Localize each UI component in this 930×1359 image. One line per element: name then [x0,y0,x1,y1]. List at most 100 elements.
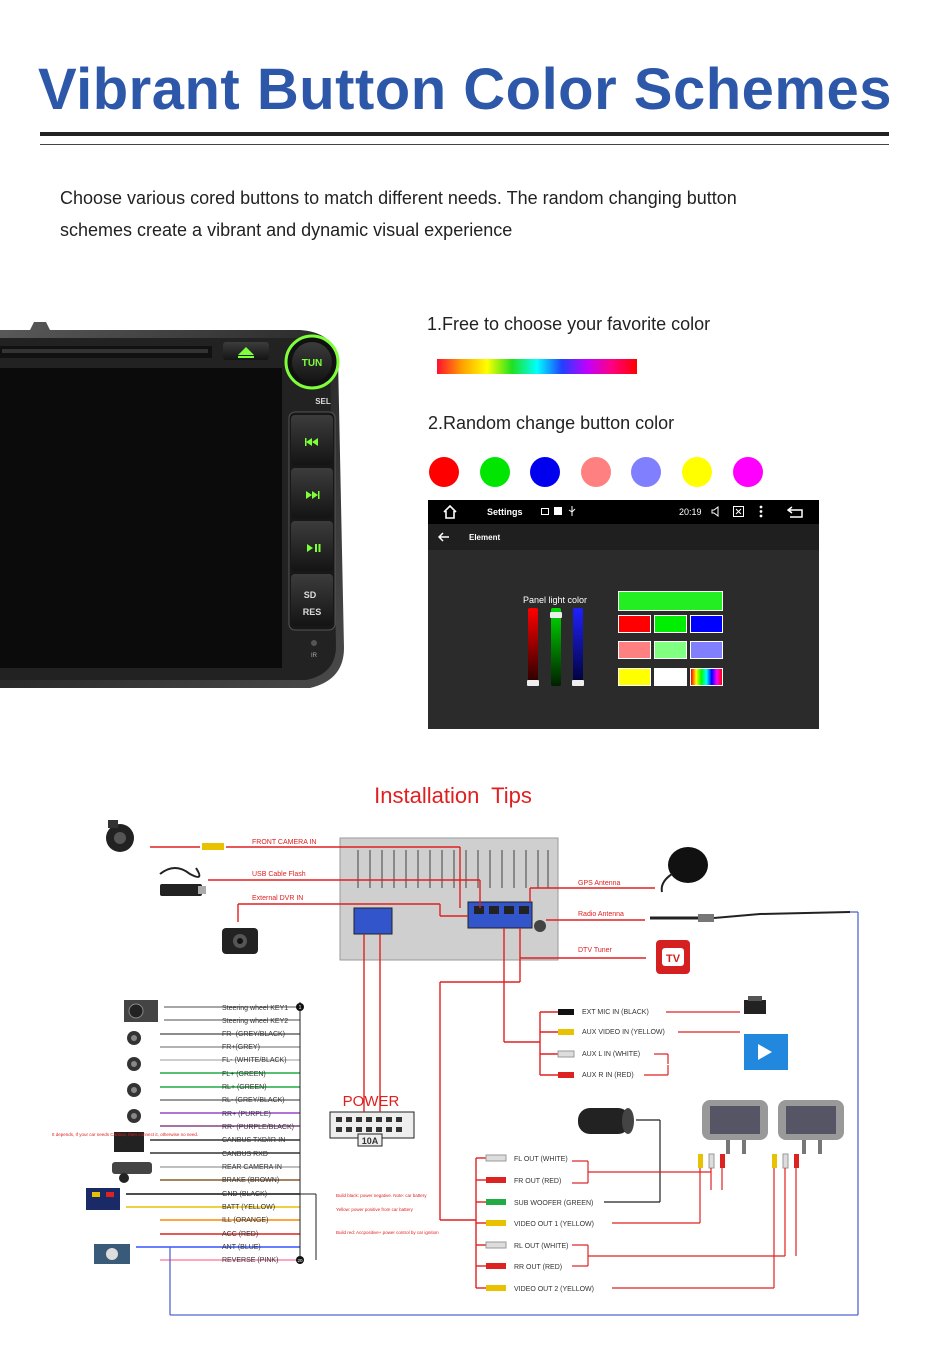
power-socket [353,907,393,935]
wire-label-8: RL- (GREY/BLACK) [222,1097,285,1104]
sd-label: SD [304,590,317,600]
blue-slider[interactable] [572,608,584,686]
left-wire-labels: Steering wheel KEY1 Steering wheel KEY2 … [222,1005,294,1264]
home-icon[interactable] [442,505,458,519]
feature-free-choose: 1.Free to choose your favorite color [427,314,711,334]
wire-label-9: RR+ (PURPLE) [222,1111,271,1118]
subwoofer-icon [578,1108,634,1134]
res-label: RES [303,607,322,617]
note-acc: Build red: Accpositive+ power control by… [336,1230,439,1235]
back-arrow-icon[interactable] [438,532,450,542]
close-window-icon[interactable] [733,506,744,517]
tv-tuner-icon: TV [656,940,690,974]
intro-line-2: schemes create a vibrant and dynamic vis… [60,220,513,240]
power-harness-wires [363,934,381,1112]
swatch-yellow[interactable] [618,668,651,686]
back-nav-icon[interactable] [787,506,805,518]
head-unit-image: TUN SEL SD RES IR [0,322,344,688]
swatch-lavender[interactable] [690,641,723,659]
wire-label-1: Steering wheel KEY1 [222,1005,288,1012]
green-slider-knob[interactable] [550,612,562,618]
page-title: Vibrant Button Color Schemes [37,57,893,122]
pin-20-label: 20 [297,1258,303,1263]
rca-output-label-7: VIDEO OUT 2 (YELLOW) [514,1286,594,1293]
rca-output-label-2: FR OUT (RED) [514,1178,561,1185]
av-input-arrows [644,1011,740,1076]
swatch-pink[interactable] [618,641,651,659]
subwoofer-wire [604,1119,661,1203]
front-camera-icon [106,820,134,852]
wire-label-13: REAR CAMERA IN [222,1164,282,1171]
color-dot-red [429,457,459,487]
speaker-icons [127,1031,141,1123]
left-wire-lines [126,1002,317,1264]
red-slider[interactable] [527,608,539,686]
wire-label-17: ILL (ORANGE) [222,1217,268,1224]
wire-label-16: BATT (YELLOW) [222,1204,275,1211]
fuse-box [357,1133,383,1147]
status-bar: Settings 20:19 [428,500,819,524]
swatch-red[interactable] [618,615,651,633]
red-slider-knob[interactable] [527,680,539,686]
av-input-labels: EXT MIC IN (BLACK) AUX VIDEO IN (YELLOW)… [582,1009,665,1079]
av-input-label-1: EXT MIC IN (BLACK) [582,1009,649,1016]
wire-label-11: CANBUS TXD/IR-IN [222,1137,285,1144]
radio-antenna-cable-icon [650,911,851,922]
tun-button-label: TUN [302,358,323,369]
swatch-white[interactable] [654,668,687,686]
monitor-rca-plugs [698,1153,799,1169]
rca-output-label-4: VIDEO OUT 1 (YELLOW) [514,1221,594,1228]
swatch-rainbow[interactable] [690,668,723,686]
settings-screen: Settings 20:19 Element Panel light color [428,500,819,729]
color-dot-blue [530,457,560,487]
canbus-box-icon [114,1132,144,1152]
power-notes: Build black: power negative. Note: car b… [336,1193,439,1235]
swatch-blue[interactable] [690,615,723,633]
wire-label-7: RL+ (GREEN) [222,1084,267,1091]
wire-label-5: FL- (WHITE/BLACK) [222,1057,287,1064]
gps-antenna-icon [660,847,708,893]
monitor-wires [572,1160,797,1289]
power-connector-pins [336,1117,402,1132]
wire-label-15: GND (BLACK) [222,1191,267,1198]
usb-icon [568,506,576,516]
swatch-light-green[interactable] [654,641,687,659]
headrest-monitor-1 [702,1100,768,1154]
color-dot-yellow [682,457,712,487]
note-brake: Build black: power negative. Note: car b… [336,1193,427,1198]
pin-20-marker [296,1256,304,1264]
color-dot-magenta [733,457,763,487]
antenna-socket [534,920,546,932]
color-dot-lavender [631,457,661,487]
stop-icon [554,507,562,515]
title-underline-thin [40,144,889,145]
more-menu-icon[interactable] [759,505,763,518]
current-color-swatch [618,591,723,611]
av-input-label-2: AUX VIDEO IN (YELLOW) [582,1029,665,1036]
pin-1-label: 1 [299,1005,302,1011]
power-label: POWER [343,1093,400,1110]
wire-label-6: FL+ (GREEN) [222,1071,266,1078]
head-unit-back-panel [339,837,559,961]
pin-1-marker [296,1003,304,1011]
antenna-loop-wire [169,911,859,1316]
rca-output-label-6: RR OUT (RED) [514,1264,562,1271]
top-left-wires [150,846,481,922]
av-input-label-3: AUX L IN (WHITE) [582,1051,640,1058]
wire-label-19: ANT (BLUE) [222,1244,261,1251]
swatch-green[interactable] [654,615,687,633]
rear-camera-icon [112,1162,152,1183]
volume-icon[interactable] [711,506,721,517]
headrest-monitor-2 [778,1100,844,1154]
rca-output-labels: FL OUT (WHITE) FR OUT (RED) SUB WOOFER (… [514,1156,594,1293]
dvr-camera-icon [222,928,258,954]
rca-output-plugs [485,1154,507,1291]
installation-title: Installation Tips [374,783,532,808]
battery-icon [86,1188,120,1210]
blue-slider-knob[interactable] [572,680,584,686]
wire-label-20: REVERSE (PINK) [222,1257,278,1264]
intro-line-1: Choose various cored buttons to match di… [60,188,737,208]
green-slider[interactable] [550,608,562,686]
rca-output-label-5: RL OUT (WHITE) [514,1243,568,1250]
sub-header: Element [428,524,819,550]
